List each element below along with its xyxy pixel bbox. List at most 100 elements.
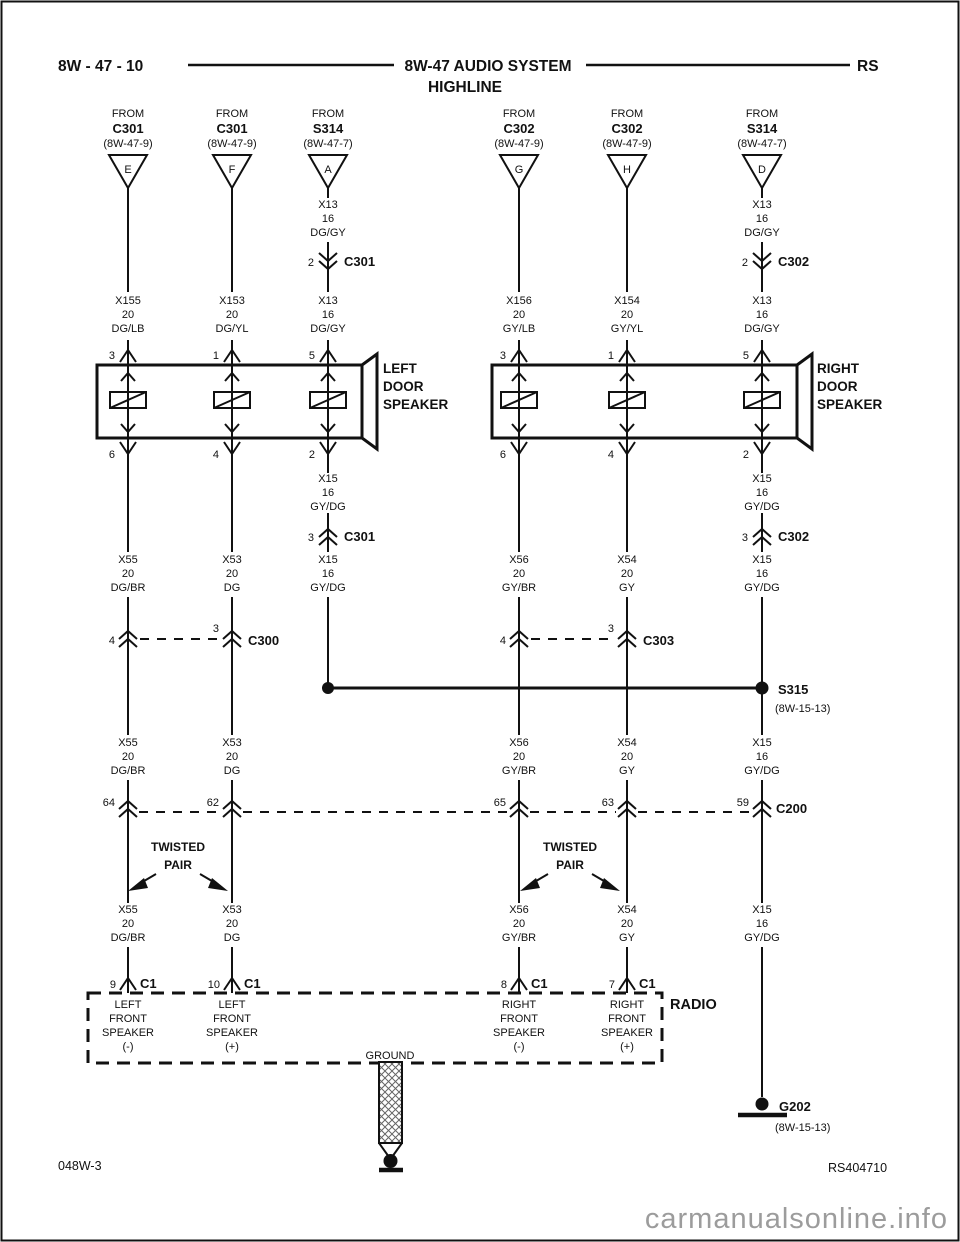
svg-text:16: 16 [322,309,334,321]
ground-dot [755,1097,769,1111]
svg-text:(+): (+) [225,1041,239,1053]
svg-text:FROM: FROM [746,108,778,120]
svg-text:16: 16 [756,309,768,321]
svg-text:10: 10 [208,979,220,991]
pin-number: 4 [109,635,115,647]
connector-chevron [752,799,772,810]
svg-text:X15: X15 [752,473,772,485]
arrow-down [320,423,336,434]
svg-text:1: 1 [213,350,219,362]
svg-text:(+): (+) [620,1041,634,1053]
svg-text:H: H [623,164,631,176]
svg-text:DG/GY: DG/GY [744,227,780,239]
pin-chevron [618,348,636,363]
offpage-triangle [498,154,540,191]
right-door-speaker: RIGHT DOOR SPEAKER [490,351,883,452]
svg-text:20: 20 [226,568,238,580]
svg-text:DOOR: DOOR [383,379,424,394]
svg-text:20: 20 [513,751,525,763]
svg-text:SPEAKER: SPEAKER [206,1027,258,1039]
radio-outline [86,991,664,1065]
watermark: carmanualsonline.info [645,1203,948,1235]
svg-text:20: 20 [122,568,134,580]
ground-g202: G202 (8W-15-13) [738,1097,830,1134]
svg-text:FROM: FROM [216,108,248,120]
svg-text:GY/DG: GY/DG [744,932,779,944]
svg-text:GY/DG: GY/DG [310,501,345,513]
svg-text:X154: X154 [614,295,640,307]
connector-chevron [617,807,637,818]
source-ref: (8W-47-9) [103,138,152,150]
column-left-front-plus: FROM C301 (8W-47-9) F X153 20 DG/YL 1 4 … [206,108,279,1053]
svg-text:G: G [515,164,524,176]
terminal-letter: E [124,164,131,176]
connector-chevron [222,637,242,648]
svg-text:X56: X56 [509,737,529,749]
arrowhead [600,878,620,891]
svg-text:TWISTED: TWISTED [151,840,205,854]
splice-name: S315 [778,682,808,697]
svg-text:2: 2 [308,257,314,269]
svg-text:3: 3 [500,350,506,362]
connector-chevron [752,807,772,818]
splice-s315: S315 (8W-15-13) [322,681,830,715]
svg-text:20: 20 [122,918,134,930]
offpage-triangle [606,154,648,191]
svg-text:X153: X153 [219,295,245,307]
svg-text:2: 2 [742,257,748,269]
svg-text:16: 16 [756,751,768,763]
svg-text:GY: GY [619,765,636,777]
svg-text:DG/BR: DG/BR [111,582,146,594]
svg-text:C1: C1 [244,976,261,991]
pin-number: 64 [103,797,115,809]
arrowhead [208,878,228,891]
svg-text:FRONT: FRONT [213,1013,251,1025]
svg-text:SPEAKER: SPEAKER [601,1027,653,1039]
model-code: RS [857,58,879,75]
svg-text:SPEAKER: SPEAKER [102,1027,154,1039]
svg-text:DG: DG [224,765,241,777]
connector-chevron [752,527,772,538]
offpage-triangle [741,154,783,191]
connector-chevron [509,799,529,810]
svg-text:3: 3 [608,623,614,635]
connector-chevron [118,629,138,640]
header: 8W - 47 - 10 8W-47 AUDIO SYSTEM RS HIGHL… [58,58,879,96]
svg-text:DG/GY: DG/GY [310,227,346,239]
ground-name: G202 [779,1099,811,1114]
svg-text:C1: C1 [531,976,548,991]
svg-text:16: 16 [322,213,334,225]
radio-box: RADIO GROUND [86,991,717,1065]
from-label: FROM [112,108,144,120]
pin-chevron [753,348,771,363]
ground-dot [383,1154,398,1168]
source-connector: C301 [112,121,143,136]
svg-text:6: 6 [500,449,506,461]
pin-chevron [753,441,771,456]
ground-strap [378,1061,403,1144]
svg-text:GY/BR: GY/BR [502,765,536,777]
svg-text:X54: X54 [617,904,637,916]
svg-text:20: 20 [621,568,633,580]
connector-name: C1 [140,976,157,991]
arrow-up [120,371,136,382]
radio-ground-symbol [378,1061,403,1173]
svg-text:FROM: FROM [611,108,643,120]
svg-text:GY/DG: GY/DG [744,501,779,513]
svg-text:2: 2 [743,449,749,461]
svg-text:S314: S314 [313,121,344,136]
page-subtitle: HIGHLINE [428,79,502,96]
connector-chevron [617,629,637,640]
svg-text:FRONT: FRONT [500,1013,538,1025]
svg-text:X53: X53 [222,904,242,916]
arrowhead [520,878,540,891]
svg-text:16: 16 [756,918,768,930]
svg-text:X55: X55 [118,737,138,749]
svg-text:(8W-47-9): (8W-47-9) [494,138,543,150]
offpage-triangle [107,154,149,191]
svg-text:C302: C302 [778,529,809,544]
connector-chevron [318,260,338,271]
pin-number: 6 [109,449,115,461]
